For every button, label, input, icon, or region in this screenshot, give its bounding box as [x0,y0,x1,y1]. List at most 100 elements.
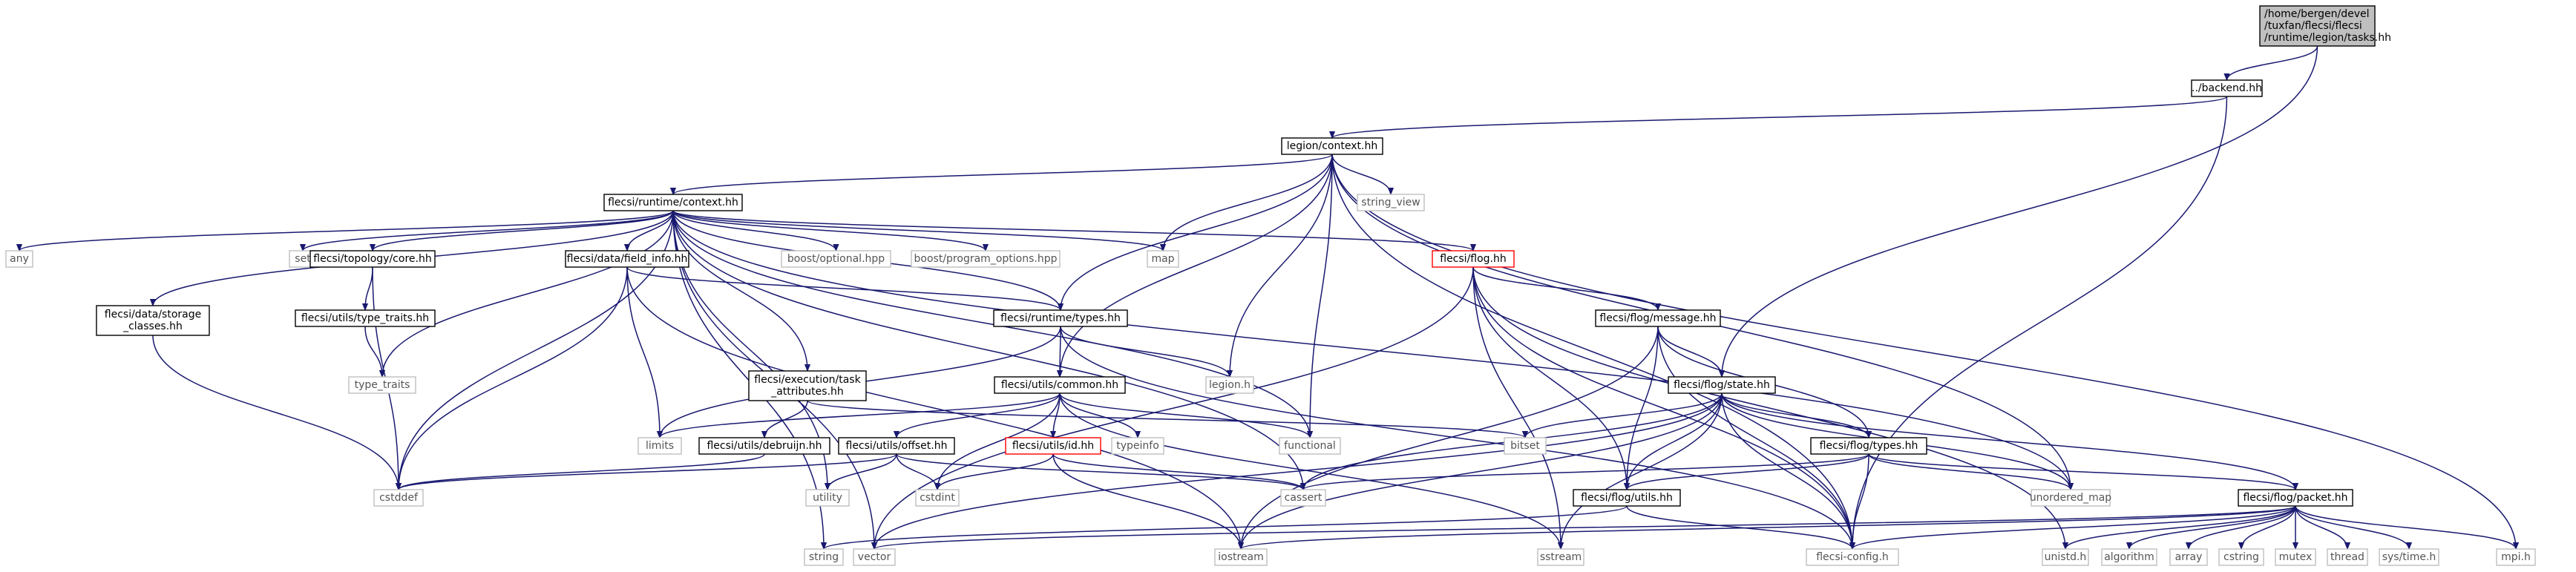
node-runtime-types[interactable]: flecsi/runtime/types.hh [993,309,1128,327]
edge-flog-to-vector [874,266,1474,549]
edges-layer [19,45,2516,550]
node-mutex: mutex [2275,548,2316,566]
edge-legion_context-to-flecsi_config [1331,154,1852,549]
node-backend[interactable]: ../backend.hh [2191,79,2263,97]
node-box [781,250,891,268]
node-cstdint: cstdint [915,489,960,507]
edge-flog-to-flecsi_config [1472,266,1852,549]
node-topology-core[interactable]: flecsi/topology/core.hh [309,250,436,268]
node-box [2101,548,2157,566]
node-box [348,376,416,394]
node-label: limits [646,440,674,452]
node-label: map [1151,253,1174,265]
node-mpi: mpi.h [2496,548,2536,566]
node-legion-context[interactable]: legion/context.hh [1281,137,1383,155]
node-label: /tuxfan/flecsi/flecsi [2264,20,2362,32]
node-debruijn[interactable]: flecsi/utils/debruijn.hh [698,437,830,455]
edge-flog-to-flog_utils [1472,266,1627,490]
node-label: flecsi/utils/offset.hh [846,440,948,452]
node-label: functional [1284,440,1336,452]
edge-legion_context-to-utils_common [1060,154,1333,377]
node-flog-packet[interactable]: flecsi/flog/packet.hh [2238,489,2353,507]
node-offset[interactable]: flecsi/utils/offset.hh [838,437,955,455]
node-label: boost/optional.hpp [787,253,885,265]
node-algorithm: algorithm [2101,548,2157,566]
node-unordered-map: unordered_map [2030,489,2111,507]
edge-runtime_context-to-set [303,210,674,252]
node-string: string [804,548,844,566]
edge-utils_common-to-offset [897,392,1061,438]
node-box [1357,194,1425,211]
node-type-traits: type_traits [348,376,416,394]
node-set: set [289,250,317,268]
node-label: utility [813,492,842,504]
edge-flog_utils-to-flecsi_config [1626,505,1852,550]
node-label: algorithm [2104,551,2154,563]
edge-runtime_types-to-utils_common [1060,326,1061,377]
node-utils-id[interactable]: flecsi/utils/id.hh [1005,437,1101,455]
edge-flog_packet-to-thread [2295,505,2347,550]
node-storage-classes[interactable]: flecsi/data/storage_classes.hh [96,305,210,336]
node-box [2275,548,2316,566]
node-label: vector [858,551,891,563]
node-label: flecsi/flog/types.hh [1820,440,1918,452]
node-task-attributes[interactable]: flecsi/execution/task_attributes.hh [748,370,867,401]
edge-flog_packet-to-iostream [1241,505,2296,550]
edge-flog_types-to-flog_packet [1868,453,2295,490]
edge-runtime_context-to-boost_optional [672,210,836,252]
node-flog[interactable]: flecsi/flog.hh [1432,250,1515,268]
edge-runtime_context-to-field_info [627,210,674,252]
node-cstddef: cstddef [373,489,424,507]
node-box [2327,548,2368,566]
edge-storage_classes-to-cstddef [152,335,399,490]
edge-tasks-to-backend [2227,45,2318,81]
node-cstring: cstring [2218,548,2264,566]
node-box [993,309,1128,327]
node-flog-types[interactable]: flecsi/flog/types.hh [1810,437,1927,455]
edge-offset-to-cassert [896,453,1303,490]
node-field-info[interactable]: flecsi/data/field_info.hh [565,250,689,268]
node-box [565,250,689,268]
node-label: iostream [1218,551,1264,563]
node-typeinfo: typeinfo [1111,437,1164,455]
node-label: flecsi/flog/utils.hh [1581,492,1673,504]
edge-utils_common-to-cstdint [937,392,1061,490]
node-sstream: sstream [1537,548,1584,566]
edge-flog_state-to-flog_packet [1721,392,2295,490]
edge-field_info-to-cstddef [399,266,628,490]
edge-flog_state-to-flog_types [1721,392,1869,438]
node-box [1537,548,1584,566]
node-unistd: unistd.h [2042,548,2089,566]
edge-flog_packet-to-unistd [2065,505,2296,550]
edge-offset-to-cstdint [896,453,937,490]
edge-topology_core-to-type_traits_hh [365,266,373,310]
edge-legion_context-to-string_view [1331,154,1391,195]
node-tasks[interactable]: /home/bergen/devel/tuxfan/flecsi/flecsi/… [2259,5,2391,47]
node-utils-common[interactable]: flecsi/utils/common.hh [994,376,1126,394]
node-legion-h: legion.h [1205,376,1254,394]
node-box [1432,250,1515,268]
node-box [805,489,850,507]
node-thread: thread [2327,548,2368,566]
node-box [915,489,960,507]
node-flog-message[interactable]: flecsi/flog/message.hh [1595,309,1721,327]
node-flecsi-config: flecsi-config.h [1806,548,1899,566]
node-label: mutex [2279,551,2313,563]
edge-legion_context-to-functional [1310,154,1333,438]
edge-type_traits_hh-to-type_traits [364,326,382,377]
node-label: cstddef [379,492,419,504]
node-box [2191,79,2263,97]
node-box [1668,376,1776,394]
node-label: cstring [2223,551,2259,563]
node-label: cstdint [920,492,955,504]
node-runtime-context[interactable]: flecsi/runtime/context.hh [603,194,743,211]
node-label: cassert [1285,492,1323,504]
node-type-traits-hh[interactable]: flecsi/utils/type_traits.hh [295,309,436,327]
node-box [1595,309,1721,327]
node-flog-state[interactable]: flecsi/flog/state.hh [1668,376,1776,394]
node-label: legion.h [1209,379,1251,391]
node-flog-utils[interactable]: flecsi/flog/utils.hh [1573,489,1681,507]
edge-legion_context-to-legion_h [1230,154,1333,377]
node-label: flecsi/utils/common.hh [1001,379,1118,391]
